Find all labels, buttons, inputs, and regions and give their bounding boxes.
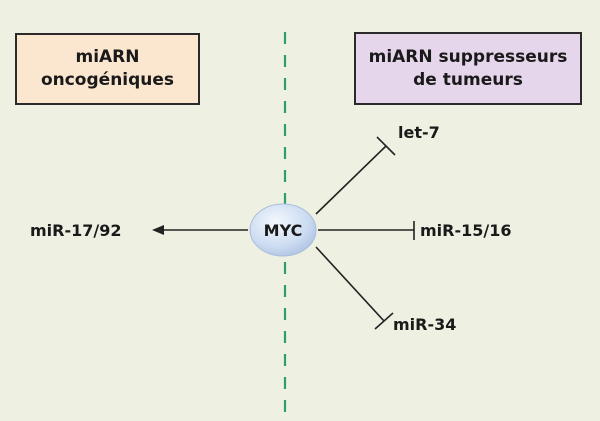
- label-mir34: miR-34: [393, 315, 457, 334]
- inhibit-line-let7: [315, 145, 387, 215]
- oncogenic-box-line2: oncogéniques: [40, 70, 175, 90]
- suppressor-box-line1: miARN suppresseurs: [368, 46, 568, 67]
- inhibit-bar-mir34: [374, 312, 394, 330]
- label-let7: let-7: [398, 123, 440, 142]
- oncogenic-mirna-box: miARN oncogéniques: [15, 33, 200, 105]
- arrowhead-icon: [152, 225, 164, 235]
- myc-label: MYC: [263, 220, 303, 240]
- inhibit-bar-let7: [376, 136, 396, 156]
- inhibit-line-mir34: [315, 246, 385, 322]
- myc-node: [249, 203, 317, 257]
- label-mir15-16: miR-15/16: [420, 221, 512, 240]
- suppressor-mirna-box: miARN suppresseurs de tumeurs: [354, 32, 582, 105]
- oncogenic-box-line1: miARN: [75, 47, 140, 67]
- label-mir17-92: miR-17/92: [30, 221, 122, 240]
- suppressor-box-line2: de tumeurs: [413, 69, 523, 90]
